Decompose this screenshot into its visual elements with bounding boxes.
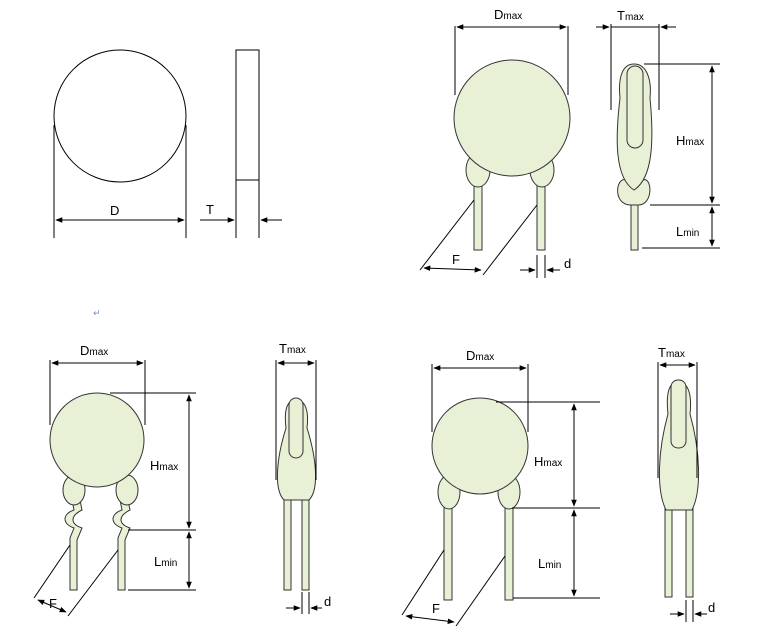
lmin-label: Lmin <box>538 556 561 571</box>
extension-line <box>67 549 119 617</box>
lead-spacing-label: F <box>432 601 440 616</box>
disc-edge <box>670 379 687 449</box>
lead-side <box>630 199 639 251</box>
fig2-side-view: Tmax Hmax Lmin <box>596 8 720 251</box>
lead-right-kinked <box>112 499 131 591</box>
dmax-label: Dmax <box>80 343 108 358</box>
extension-line <box>482 204 538 276</box>
component-body <box>453 59 571 177</box>
lmin-label: Lmin <box>676 224 699 239</box>
thickness-label: T <box>206 202 214 217</box>
dmax-label: Dmax <box>494 7 522 22</box>
disc-edge <box>626 65 644 149</box>
lead-spacing-dimension-line <box>423 265 482 273</box>
tmax-label: Tmax <box>658 345 685 360</box>
coating-bump-side <box>617 179 651 206</box>
tmax-label: Tmax <box>279 341 306 356</box>
hmax-label: Hmax <box>534 454 562 469</box>
lead-side-right <box>685 504 694 598</box>
hmax-label: Hmax <box>676 133 704 148</box>
lead-left-kinked <box>64 499 83 591</box>
component-body <box>49 392 145 488</box>
lead-spacing-dimension-line <box>405 614 455 624</box>
hmax-label: Hmax <box>150 458 178 473</box>
lead-right <box>536 184 546 251</box>
fig4-side-view: Tmax d <box>657 345 715 622</box>
lead-right <box>504 504 514 601</box>
fig3-front-view: Dmax Hmax Lmin F <box>33 343 196 617</box>
lmin-label: Lmin <box>154 554 177 569</box>
disc-edge <box>288 397 304 459</box>
disc-outline <box>53 49 187 183</box>
disc-side-outline <box>235 49 260 181</box>
component-body <box>431 397 529 495</box>
lead-side-left <box>283 494 292 591</box>
lead-diameter-label: d <box>564 256 571 271</box>
fig3-side-view: Tmax d <box>275 341 331 614</box>
diameter-label: D <box>110 203 119 218</box>
return-arrow-icon: ↵ <box>93 309 101 319</box>
extension-line <box>419 199 475 271</box>
fig1-disc-side-view: T <box>200 49 282 238</box>
fig1-disc-front-view: D <box>53 49 187 238</box>
lead-diameter-label: d <box>708 600 715 615</box>
tmax-label: Tmax <box>617 8 644 23</box>
lead-side-left <box>664 504 673 598</box>
extension-line <box>455 555 506 627</box>
extension-line <box>401 549 445 616</box>
lead-spacing-dimension-line <box>37 599 67 613</box>
fig4-front-view: Dmax Hmax Lmin F <box>401 348 600 627</box>
lead-left <box>443 504 453 601</box>
lead-left <box>473 184 483 251</box>
extension-line <box>33 544 71 599</box>
lead-side-right <box>301 494 310 591</box>
dmax-label: Dmax <box>466 348 494 363</box>
lead-diameter-label: d <box>324 594 331 609</box>
fig2-front-view: Dmax F d <box>419 7 571 278</box>
lead-spacing-label: F <box>452 252 460 267</box>
lead-spacing-label: F <box>49 596 57 611</box>
